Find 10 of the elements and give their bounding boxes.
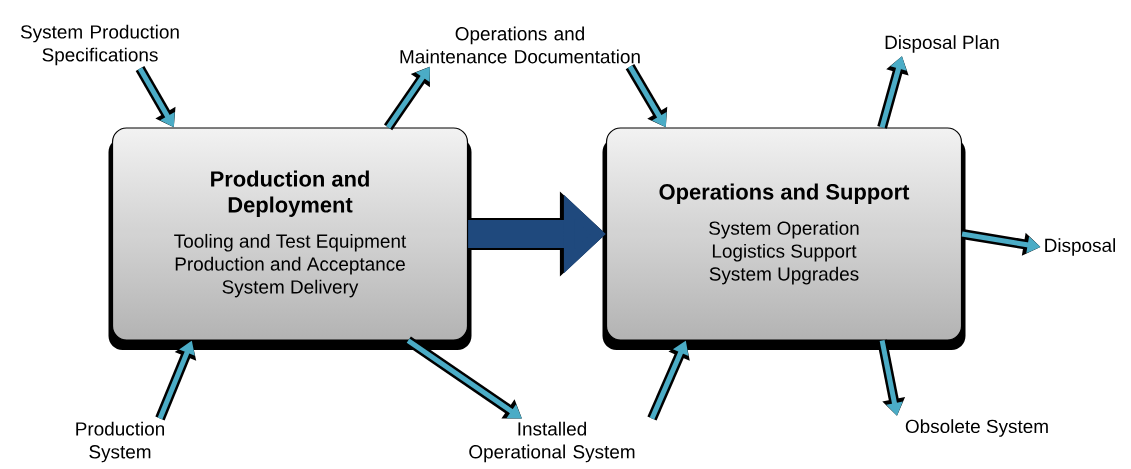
node-label: Disposal: [1045, 238, 1115, 256]
node-label: Production System: [76, 421, 164, 463]
node-label: Disposal Plan: [885, 35, 999, 53]
node-label: Operations and Maintenance Documentation: [400, 26, 640, 64]
arrow: [405, 336, 522, 419]
process-box: Production and Deployment Tooling and Test Equipment Production and Acceptance System Delivery: [108, 127, 472, 350]
node-label: System Production Specifications: [20, 24, 179, 66]
process-box: Operations and Support System Operation Logistics Support System Upgrades: [602, 127, 966, 350]
node-label: Installed Operational System: [469, 421, 635, 463]
node-label: Obsolete System: [905, 419, 1048, 437]
